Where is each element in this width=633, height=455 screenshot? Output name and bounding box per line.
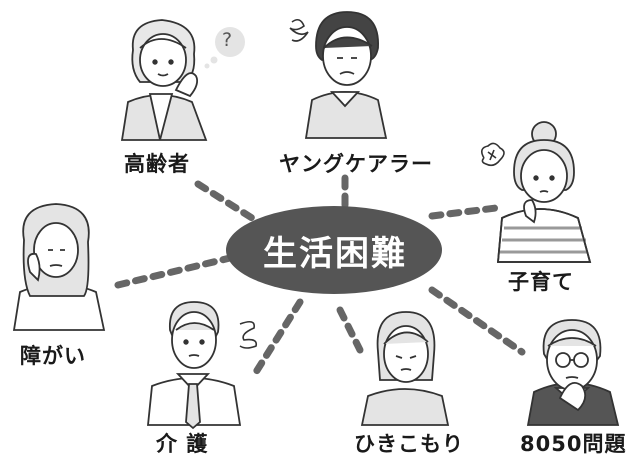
connector-disability xyxy=(114,254,234,289)
childcare-person-illustration xyxy=(497,121,592,263)
label-caregiving: 介 護 xyxy=(156,432,209,455)
label-young-carer: ヤングケアラー xyxy=(279,152,433,176)
label-hikikomori: ひきこもり xyxy=(354,432,464,455)
elderly-person-illustration xyxy=(120,19,208,141)
disability-person-illustration xyxy=(12,203,106,331)
stress-scribble xyxy=(239,320,258,349)
8050-person-illustration xyxy=(526,319,620,426)
question-bubble xyxy=(204,27,245,69)
question-icon: ? xyxy=(222,29,234,51)
label-elderly: 高齢者 xyxy=(124,152,190,176)
connector-8050 xyxy=(428,286,526,356)
connector-caregiving xyxy=(252,298,304,376)
young-carer-illustration xyxy=(304,11,388,139)
center-ellipse xyxy=(226,206,442,294)
connector-hikikomori xyxy=(336,306,364,354)
connector-childcare xyxy=(428,204,500,220)
connector-elderly xyxy=(194,180,256,222)
anxiety-scribble xyxy=(289,18,309,42)
scribble-cloud xyxy=(480,142,505,167)
center-label: 生活困難 xyxy=(263,233,407,274)
caregiving-person-illustration xyxy=(147,301,242,430)
hikikomori-person-illustration xyxy=(360,311,450,426)
label-childcare: 子育て xyxy=(508,270,574,294)
label-8050: 8050問題 xyxy=(520,432,627,455)
label-disability: 障がい xyxy=(20,344,86,368)
